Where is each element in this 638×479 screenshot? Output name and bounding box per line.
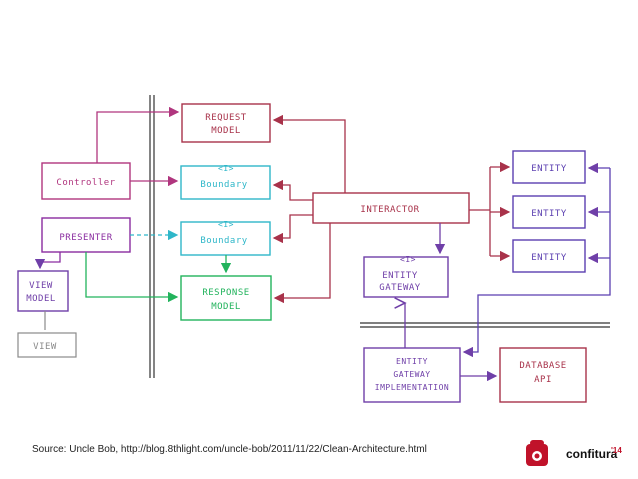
entity-gateway-label-2: GATEWAY xyxy=(379,283,421,293)
input-boundary-interface-marker: <I> xyxy=(218,164,234,173)
response-model-box: RESPONSE MODEL xyxy=(180,275,272,321)
response-model-label-2: MODEL xyxy=(211,302,241,312)
entity-1-label: ENTITY xyxy=(531,164,567,174)
horizontal-boundary-line xyxy=(360,322,610,328)
presenter-to-view-model-arrow xyxy=(34,252,61,270)
view-label: VIEW xyxy=(33,342,57,352)
entity-box-2: ENTITY xyxy=(512,195,586,229)
input-boundary-label: Boundary xyxy=(200,180,247,190)
controller-to-request-model-arrow xyxy=(96,106,180,163)
source-caption: Source: Uncle Bob, http://blog.8thlight.… xyxy=(32,444,427,455)
gateway-impl-label-1: ENTITY xyxy=(396,357,428,366)
presenter-label: PRESENTER xyxy=(59,233,112,243)
request-model-label-2: MODEL xyxy=(211,126,241,136)
request-model-box: REQUEST MODEL xyxy=(181,103,271,143)
presenter-to-response-model-arrow xyxy=(85,252,179,303)
entity-box-1: ENTITY xyxy=(512,150,586,184)
interactor-to-input-boundary-arrow xyxy=(272,179,313,201)
interactor-to-output-boundary-arrow xyxy=(272,214,313,244)
entity-gateway-interface-marker: <I> xyxy=(400,255,416,264)
database-api-label-1: DATABASE xyxy=(519,361,566,371)
controller-label: Controller xyxy=(56,178,115,188)
vertical-boundary-line xyxy=(149,95,155,378)
logo-year: '14 xyxy=(611,446,622,455)
entity-3-label: ENTITY xyxy=(531,253,567,263)
database-api-label-2: API xyxy=(534,375,552,385)
interactor-label: INTERACTOR xyxy=(360,205,419,215)
entity-gateway-box: <I> ENTITY GATEWAY xyxy=(363,255,449,298)
entity-gateway-implementation-box: ENTITY GATEWAY IMPLEMENTATION xyxy=(363,347,461,403)
output-boundary-box: <I> Boundary xyxy=(180,220,271,256)
view-box: VIEW xyxy=(17,332,77,358)
database-api-box: DATABASE API xyxy=(499,347,587,403)
input-boundary-box: <I> Boundary xyxy=(180,164,271,200)
entity-gateway-label-1: ENTITY xyxy=(382,271,418,281)
controller-box: Controller xyxy=(41,162,131,200)
confitura-logo-icon xyxy=(526,440,548,466)
interactor-box: INTERACTOR xyxy=(312,192,470,224)
interactor-to-entities-arrows xyxy=(469,161,511,262)
request-model-label-1: REQUEST xyxy=(205,113,247,123)
entity-box-3: ENTITY xyxy=(512,239,586,273)
view-model-label-1: VIEW xyxy=(29,281,53,291)
gateway-impl-label-3: IMPLEMENTATION xyxy=(375,383,449,392)
entity-dependency-arrows xyxy=(462,162,611,358)
view-model-label-2: MODEL xyxy=(26,294,56,304)
logo-wordmark: confitura xyxy=(566,447,618,461)
view-model-box: VIEW MODEL xyxy=(17,270,69,312)
presenter-box: PRESENTER xyxy=(41,217,131,253)
interactor-to-response-model-arrow xyxy=(273,223,331,304)
gateway-impl-label-2: GATEWAY xyxy=(393,370,430,379)
output-boundary-interface-marker: <I> xyxy=(218,220,234,229)
interactor-to-request-model-arrow xyxy=(272,114,346,193)
entity-2-label: ENTITY xyxy=(531,209,567,219)
response-model-label-1: RESPONSE xyxy=(202,288,249,298)
output-boundary-label: Boundary xyxy=(200,236,247,246)
